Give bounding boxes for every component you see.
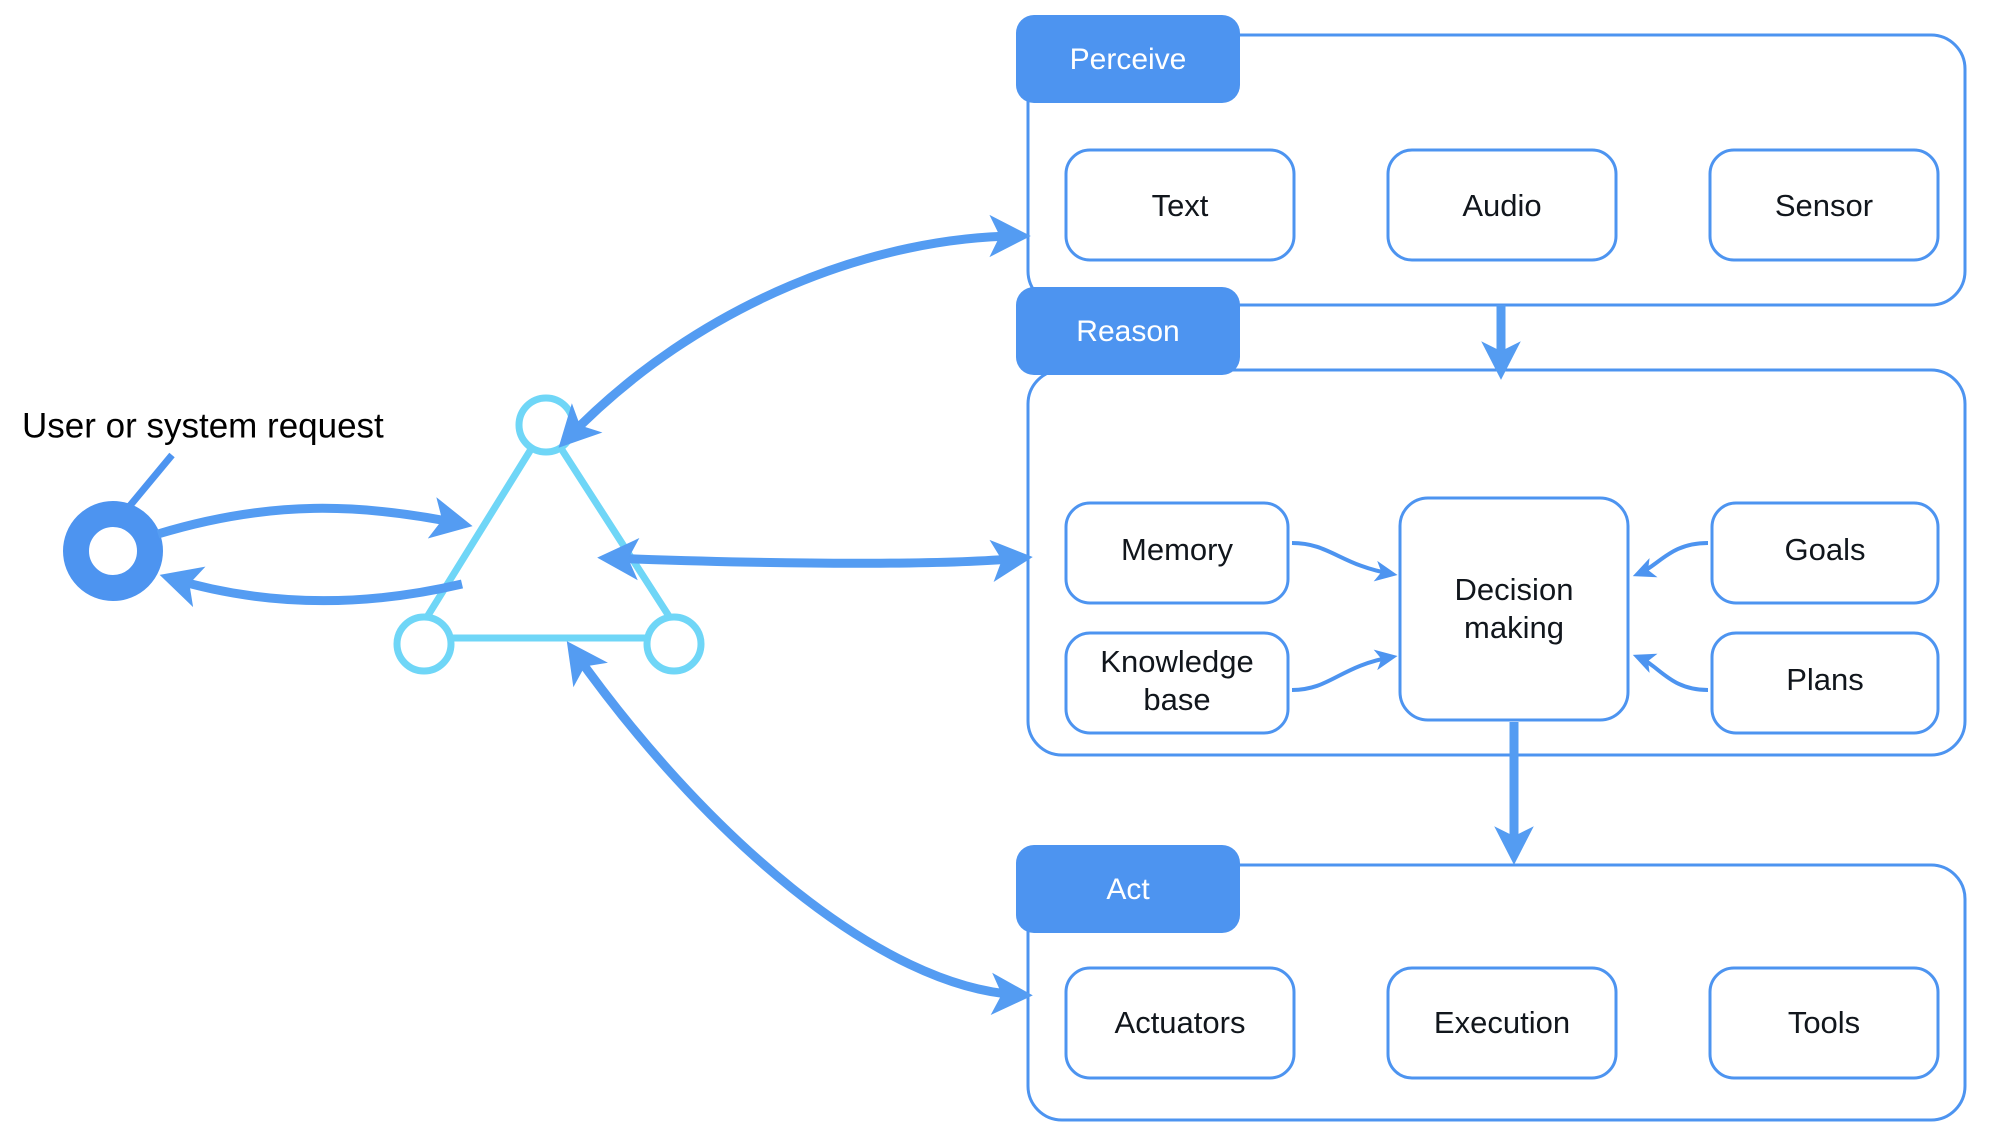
triangle-node-bottom-left[interactable] bbox=[393, 613, 455, 675]
perceive-item-label-0: Text bbox=[1152, 188, 1209, 223]
arrow-agent-perceive bbox=[558, 214, 1031, 448]
triangle-node-top[interactable] bbox=[515, 394, 577, 456]
reason-item-label-memory: Memory bbox=[1121, 532, 1233, 567]
reason-item-box-memory[interactable] bbox=[1064, 501, 1290, 605]
arrow-goals-to-decision bbox=[1632, 541, 1709, 578]
reason-item-label-knowledge-base-line1: Knowledge bbox=[1100, 644, 1253, 679]
label-leader-line bbox=[125, 452, 175, 511]
reason-item-label-plans: Plans bbox=[1786, 662, 1864, 697]
perceive-header-label: Perceive bbox=[1070, 43, 1187, 76]
act-header-label: Act bbox=[1106, 873, 1150, 906]
arrow-agent-reason bbox=[597, 538, 1033, 582]
arrow-knowledge-to-decision bbox=[1291, 649, 1398, 692]
reason-header-chip bbox=[1016, 287, 1240, 375]
arrow-memory-to-decision bbox=[1291, 541, 1398, 582]
reason-item-box-knowledge-base[interactable] bbox=[1064, 631, 1290, 735]
section-perceive[interactable]: Perceive Text Audio Sensor bbox=[1016, 15, 1967, 307]
act-item-label-1: Execution bbox=[1434, 1005, 1570, 1040]
triangle-outline bbox=[407, 418, 690, 642]
donut-node-icon[interactable] bbox=[63, 452, 175, 601]
reason-item-label-knowledge-base-line2: base bbox=[1143, 682, 1210, 717]
act-item-label-2: Tools bbox=[1788, 1005, 1860, 1040]
triangle-agent-icon[interactable] bbox=[393, 394, 705, 675]
entry-label: User or system request bbox=[22, 406, 384, 445]
arrow-plans-to-decision bbox=[1632, 653, 1709, 692]
reason-item-label-decision-making-line2: making bbox=[1464, 610, 1564, 645]
arrow-agent-to-request bbox=[159, 566, 464, 608]
arrow-request-to-agent bbox=[156, 497, 473, 539]
perceive-item-box-0[interactable] bbox=[1064, 148, 1296, 262]
perceive-item-box-1[interactable] bbox=[1386, 148, 1618, 262]
triangle-node-bottom-right[interactable] bbox=[643, 613, 705, 675]
arrow-agent-act bbox=[566, 641, 1033, 1016]
reason-item-box-goals[interactable] bbox=[1710, 501, 1940, 605]
perceive-item-box-2[interactable] bbox=[1708, 148, 1940, 262]
reason-item-label-goals: Goals bbox=[1785, 532, 1866, 567]
act-item-box-2[interactable] bbox=[1708, 966, 1940, 1080]
perceive-header-chip bbox=[1016, 15, 1240, 103]
act-header-chip bbox=[1016, 845, 1240, 933]
perceive-item-label-2: Sensor bbox=[1775, 188, 1873, 223]
act-item-label-0: Actuators bbox=[1115, 1005, 1246, 1040]
reason-item-label-decision-making-line1: Decision bbox=[1455, 572, 1574, 607]
act-item-box-1[interactable] bbox=[1386, 966, 1618, 1080]
reason-item-box-decision-making[interactable] bbox=[1398, 496, 1630, 722]
section-act[interactable]: Act Actuators Execution Tools bbox=[1016, 845, 1967, 1122]
perceive-item-label-1: Audio bbox=[1462, 188, 1541, 223]
reason-header-label: Reason bbox=[1076, 315, 1179, 348]
donut-ring bbox=[63, 501, 163, 601]
section-reason[interactable]: Reason Memory Knowledge base Decision ma… bbox=[1016, 287, 1967, 757]
reason-item-box-plans[interactable] bbox=[1710, 631, 1940, 735]
act-item-box-0[interactable] bbox=[1064, 966, 1296, 1080]
